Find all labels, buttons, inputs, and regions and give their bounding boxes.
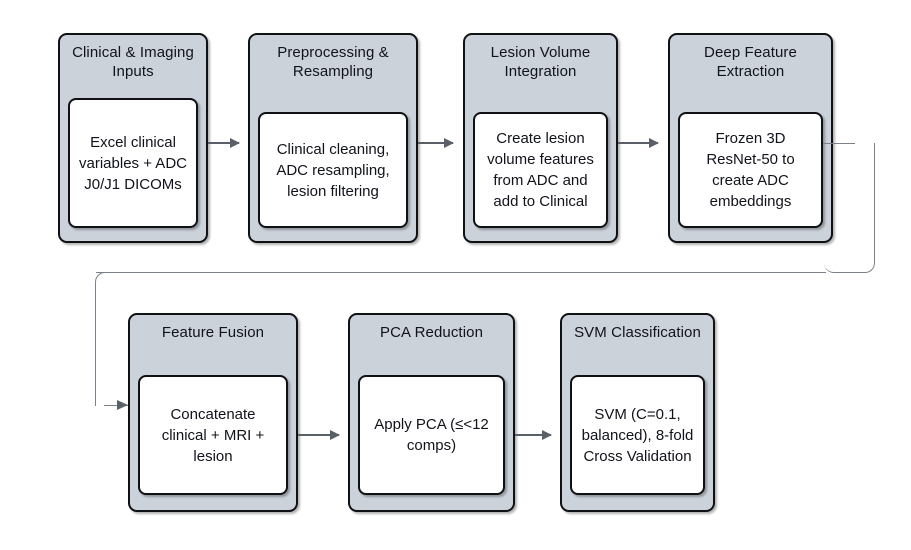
stage-body-text-pca-reduction: Apply PCA (≤<12 comps) (374, 416, 489, 454)
arrow-lesion-volume-to-deep-feature (618, 138, 659, 148)
stage-body-lesion-volume-integration[interactable]: Create lesion volume features from ADC a… (473, 112, 608, 228)
stage-body-text-svm-classification: SVM (C=0.1, balanced), 8-fold Cross Vali… (581, 405, 694, 465)
stage-body-text-clinical-imaging-inputs: Excel clinical variables + ADC J0/J1 DIC… (79, 133, 187, 193)
stage-body-feature-fusion[interactable]: Concatenate clinical + MRI + lesion (138, 375, 288, 495)
arrow-feature-fusion-to-pca (298, 430, 340, 440)
stage-title-pca-reduction: PCA Reduction (379, 324, 484, 341)
arrow-inputs-to-preprocessing (208, 138, 240, 148)
stage-body-text-preprocessing-resampling: Clinical cleaning, ADC resampling, lesio… (276, 140, 390, 200)
stage-body-text-deep-feature-extraction: Frozen 3D ResNet-50 to create ADC embedd… (706, 130, 795, 210)
stage-title-svm-classification: SVM Classification (574, 324, 701, 341)
stage-title-feature-fusion: Feature Fusion (161, 324, 265, 341)
stage-title-clinical-imaging-inputs: Clinical & Imaging Inputs (72, 44, 194, 80)
stage-body-text-lesion-volume-integration: Create lesion volume features from ADC a… (487, 130, 594, 210)
connector-wrap-start-segment (823, 143, 855, 145)
connector-wrap-end-segment (104, 405, 128, 407)
arrow-pca-to-svm (515, 430, 552, 440)
stage-body-preprocessing-resampling[interactable]: Clinical cleaning, ADC resampling, lesio… (258, 112, 408, 228)
stage-title-preprocessing-resampling: Preprocessing & Resampling (277, 44, 389, 80)
stage-body-clinical-imaging-inputs[interactable]: Excel clinical variables + ADC J0/J1 DIC… (68, 98, 198, 228)
stage-body-pca-reduction[interactable]: Apply PCA (≤<12 comps) (358, 375, 505, 495)
connector-wrap-right-elbow (824, 143, 875, 273)
arrow-preprocessing-to-lesion-volume (418, 138, 454, 148)
stage-body-deep-feature-extraction[interactable]: Frozen 3D ResNet-50 to create ADC embedd… (678, 112, 823, 228)
stage-title-deep-feature-extraction: Deep Feature Extraction (704, 44, 797, 80)
connector-wrap-horizontal-segment (96, 272, 826, 274)
stage-body-text-feature-fusion: Concatenate clinical + MRI + lesion (161, 405, 265, 465)
stage-body-svm-classification[interactable]: SVM (C=0.1, balanced), 8-fold Cross Vali… (570, 375, 705, 495)
connector-wrap-left-elbow (95, 272, 135, 406)
stage-title-lesion-volume-integration: Lesion Volume Integration (490, 44, 591, 80)
connector-wrap-arrowhead (117, 400, 128, 410)
